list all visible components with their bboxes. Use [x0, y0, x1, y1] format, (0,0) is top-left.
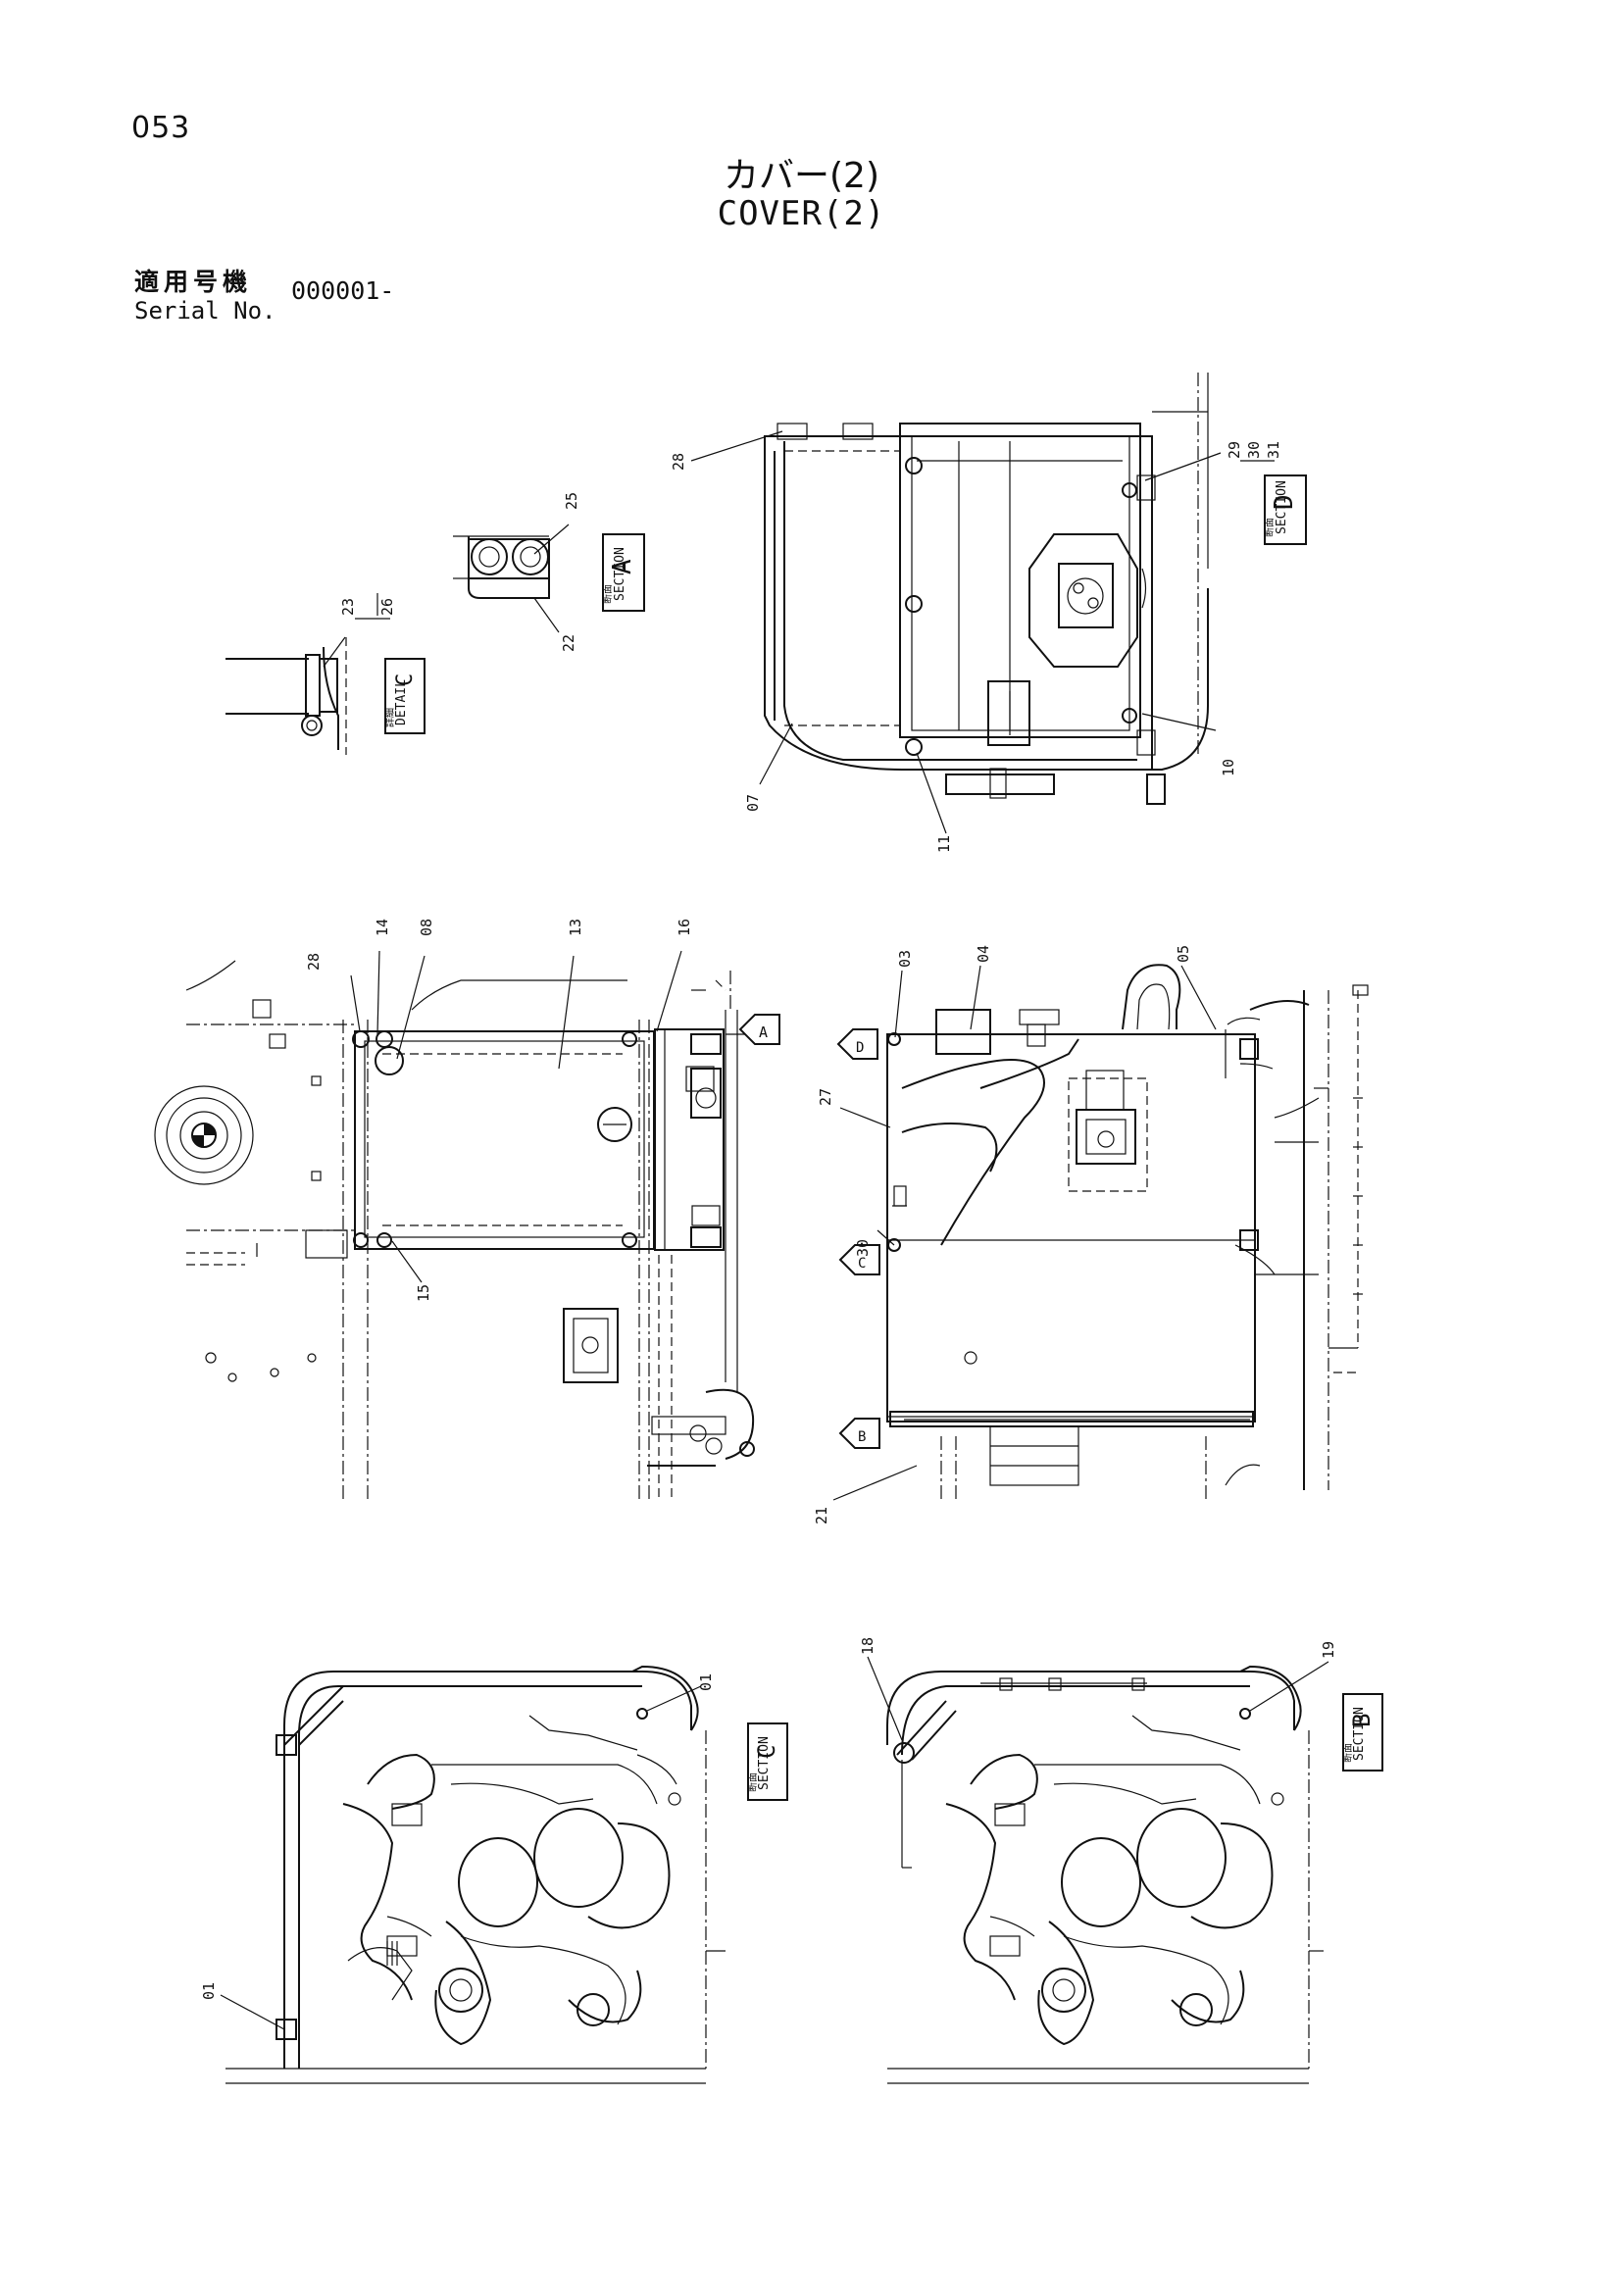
serial-label-english: Serial No. [134, 297, 276, 324]
callout-18: 18 [859, 1637, 877, 1655]
section-b-view [886, 1665, 1324, 2084]
callout-03: 03 [896, 950, 914, 968]
callout-25: 25 [563, 492, 580, 510]
view-marker-d: D [836, 1028, 878, 1060]
detail-c-tag: DETAIL C 詳細 [383, 658, 426, 734]
view-marker-a: A [738, 1014, 780, 1045]
callout-05: 05 [1175, 945, 1192, 963]
section-c-tag: SECTION C 断面 [746, 1722, 788, 1801]
section-d-view [764, 373, 1209, 805]
section-d-tag-jp: 断面 [1263, 518, 1276, 537]
callout-11: 11 [935, 835, 953, 853]
section-c-view [225, 1665, 726, 2084]
callout-27: 27 [817, 1088, 834, 1106]
callout-08: 08 [418, 919, 435, 936]
view-marker-b-letter: B [858, 1429, 866, 1445]
callout-01-top: 01 [697, 1673, 715, 1691]
callout-30-mid: 30 [854, 1239, 872, 1257]
callout-23: 23 [339, 598, 357, 616]
leader-lines [220, 430, 1329, 2030]
detail-c-view [225, 637, 347, 755]
section-b-tag-label: SECTION [1352, 1707, 1367, 1761]
callout-30-top: 30 [1245, 441, 1263, 459]
section-a-tag-letter: A [608, 559, 637, 574]
view-marker-d-letter: D [856, 1040, 864, 1056]
view-marker-c-letter: C [858, 1256, 866, 1272]
callout-26: 26 [378, 598, 396, 616]
callout-13: 13 [567, 919, 584, 936]
section-d-tag-label: SECTION [1275, 480, 1289, 534]
section-d-tag: SECTION D 断面 [1263, 474, 1307, 545]
callout-10: 10 [1220, 759, 1237, 776]
callout-07: 07 [744, 794, 762, 812]
serial-number-value: 000001- [291, 276, 395, 305]
view-marker-a-letter: A [759, 1023, 768, 1041]
section-c-tag-label: SECTION [757, 1736, 772, 1790]
detail-c-tag-jp: 詳細 [383, 708, 396, 727]
plan-view-right [886, 964, 1369, 1500]
callout-01-bottom: 01 [200, 1982, 218, 2000]
title-english: COVER(2) [717, 194, 886, 233]
section-a-view [453, 535, 550, 599]
section-b-tag: SECTION B 断面 [1341, 1693, 1383, 1772]
section-a-tag: SECTION A 断面 [601, 533, 645, 612]
view-marker-b: B [838, 1418, 880, 1449]
detail-c-tag-label: DETAIL [394, 679, 409, 725]
title-japanese: カバー(2) [724, 156, 879, 196]
page-number: 053 [131, 111, 191, 145]
view-marker-c: C [838, 1244, 880, 1275]
callout-28-mid: 28 [305, 953, 323, 971]
callout-numbers: 28 29 30 31 10 11 07 25 22 23 26 28 14 0… [200, 441, 1337, 2000]
callout-04: 04 [975, 945, 992, 963]
callout-29: 29 [1226, 441, 1243, 459]
callout-19: 19 [1320, 1641, 1337, 1659]
callout-16: 16 [676, 919, 693, 936]
callout-14: 15 [415, 1284, 432, 1302]
section-a-tag-label: SECTION [613, 547, 627, 601]
plan-view-left [154, 960, 755, 1500]
section-c-tag-jp: 断面 [746, 1772, 759, 1792]
serial-label-japanese: 適用号機 [134, 268, 253, 296]
section-d-tag-letter: D [1270, 494, 1299, 510]
section-a-tag-jp: 断面 [601, 584, 614, 604]
section-b-tag-jp: 断面 [1341, 1743, 1354, 1763]
callout-15: 14 [374, 919, 391, 936]
detail-c-tag-letter: C [393, 674, 418, 686]
callout-31: 31 [1265, 441, 1282, 459]
callout-21: 21 [813, 1507, 830, 1524]
section-c-tag-letter: C [753, 1745, 780, 1759]
callout-28-top: 28 [670, 453, 687, 471]
callout-22: 22 [560, 634, 577, 652]
section-b-tag-letter: B [1348, 1714, 1376, 1727]
